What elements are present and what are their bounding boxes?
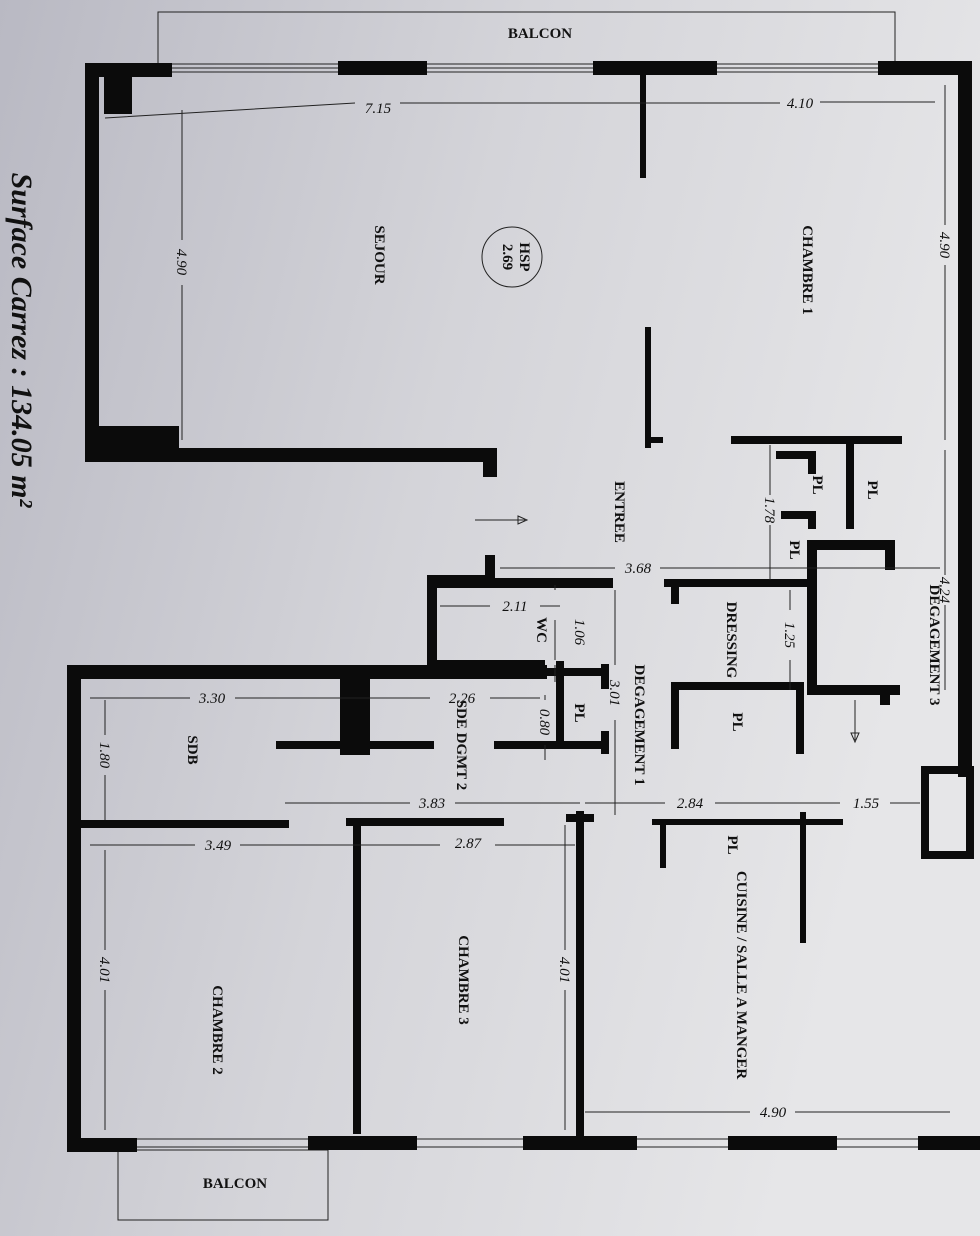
dim-1-80: 1.80	[96, 742, 112, 769]
room-pl-5: PL	[571, 703, 587, 722]
room-chambre1: CHAMBRE 1	[799, 225, 815, 315]
room-degagement3: DEGAGEMENT 3	[926, 585, 942, 706]
dim-1-78: 1.78	[761, 497, 777, 524]
dim-3-30: 3.30	[198, 691, 226, 707]
dim-3-49: 3.49	[204, 838, 232, 854]
dim-1-06: 1.06	[571, 619, 587, 646]
balcony-bottom-label: BALCON	[203, 1176, 267, 1192]
dim-1-25: 1.25	[781, 622, 797, 649]
dimension-labels: 7.15 4.10 4.90 4.90 1.78 3.68 4.24 2.11 …	[96, 96, 952, 1121]
room-degagement1: DEGAGEMENT 1	[631, 665, 647, 786]
surface-title: Surface Carrez : 134.05 m²	[5, 173, 38, 509]
dimension-lines	[90, 85, 950, 1130]
hsp-label: HSP	[516, 242, 532, 271]
balcony-bottom	[117, 1149, 329, 1221]
room-sejour: SEJOUR	[371, 225, 387, 284]
room-entree: ENTREE	[611, 481, 627, 543]
room-sde: SDE DGMT 2	[453, 700, 469, 791]
dim-3-01: 3.01	[606, 679, 622, 706]
dim-4-90-bottom: 4.90	[760, 1105, 787, 1121]
hsp-badge: HSP 2.69	[481, 226, 543, 288]
dim-2-87: 2.87	[455, 836, 483, 852]
room-wc: WC	[533, 617, 549, 643]
dim-0-80: 0.80	[536, 709, 552, 736]
room-pl-4: PL	[729, 712, 745, 731]
room-chambre3: CHAMBRE 3	[455, 935, 471, 1025]
room-labels: SEJOUR CHAMBRE 1 ENTREE DEGAGEMENT 3 WC …	[184, 225, 942, 1079]
dim-4-01-left: 4.01	[96, 957, 112, 983]
room-chambre2: CHAMBRE 2	[209, 985, 225, 1075]
dim-1-55: 1.55	[853, 796, 880, 812]
room-dressing: DRESSING	[723, 602, 739, 679]
dim-3-68: 3.68	[624, 561, 652, 577]
dim-3-83: 3.83	[418, 796, 445, 812]
dim-4-01-right: 4.01	[556, 957, 572, 983]
dim-2-26: 2.26	[449, 691, 476, 707]
dim-7-15: 7.15	[365, 101, 392, 117]
room-sdb: SDB	[184, 735, 200, 764]
dim-2-84: 2.84	[677, 796, 704, 812]
dim-4-90-left: 4.90	[173, 249, 189, 276]
room-cuisine: CUISINE / SALLE A MANGER	[733, 871, 749, 1080]
windows	[130, 63, 925, 1148]
hsp-value: 2.69	[499, 244, 515, 270]
dim-4-10: 4.10	[787, 96, 814, 112]
room-pl-1: PL	[864, 480, 880, 499]
door-arrows	[475, 515, 860, 744]
balcony-top-label: BALCON	[508, 26, 572, 42]
dim-4-24: 4.24	[936, 577, 952, 604]
room-pl-6: PL	[724, 835, 740, 854]
walls	[67, 61, 980, 1152]
room-pl-3: PL	[786, 540, 802, 559]
dim-4-90-right: 4.90	[936, 232, 952, 259]
dim-2-11: 2.11	[502, 599, 527, 615]
balcony-top	[157, 11, 896, 69]
room-pl-2: PL	[809, 475, 825, 494]
